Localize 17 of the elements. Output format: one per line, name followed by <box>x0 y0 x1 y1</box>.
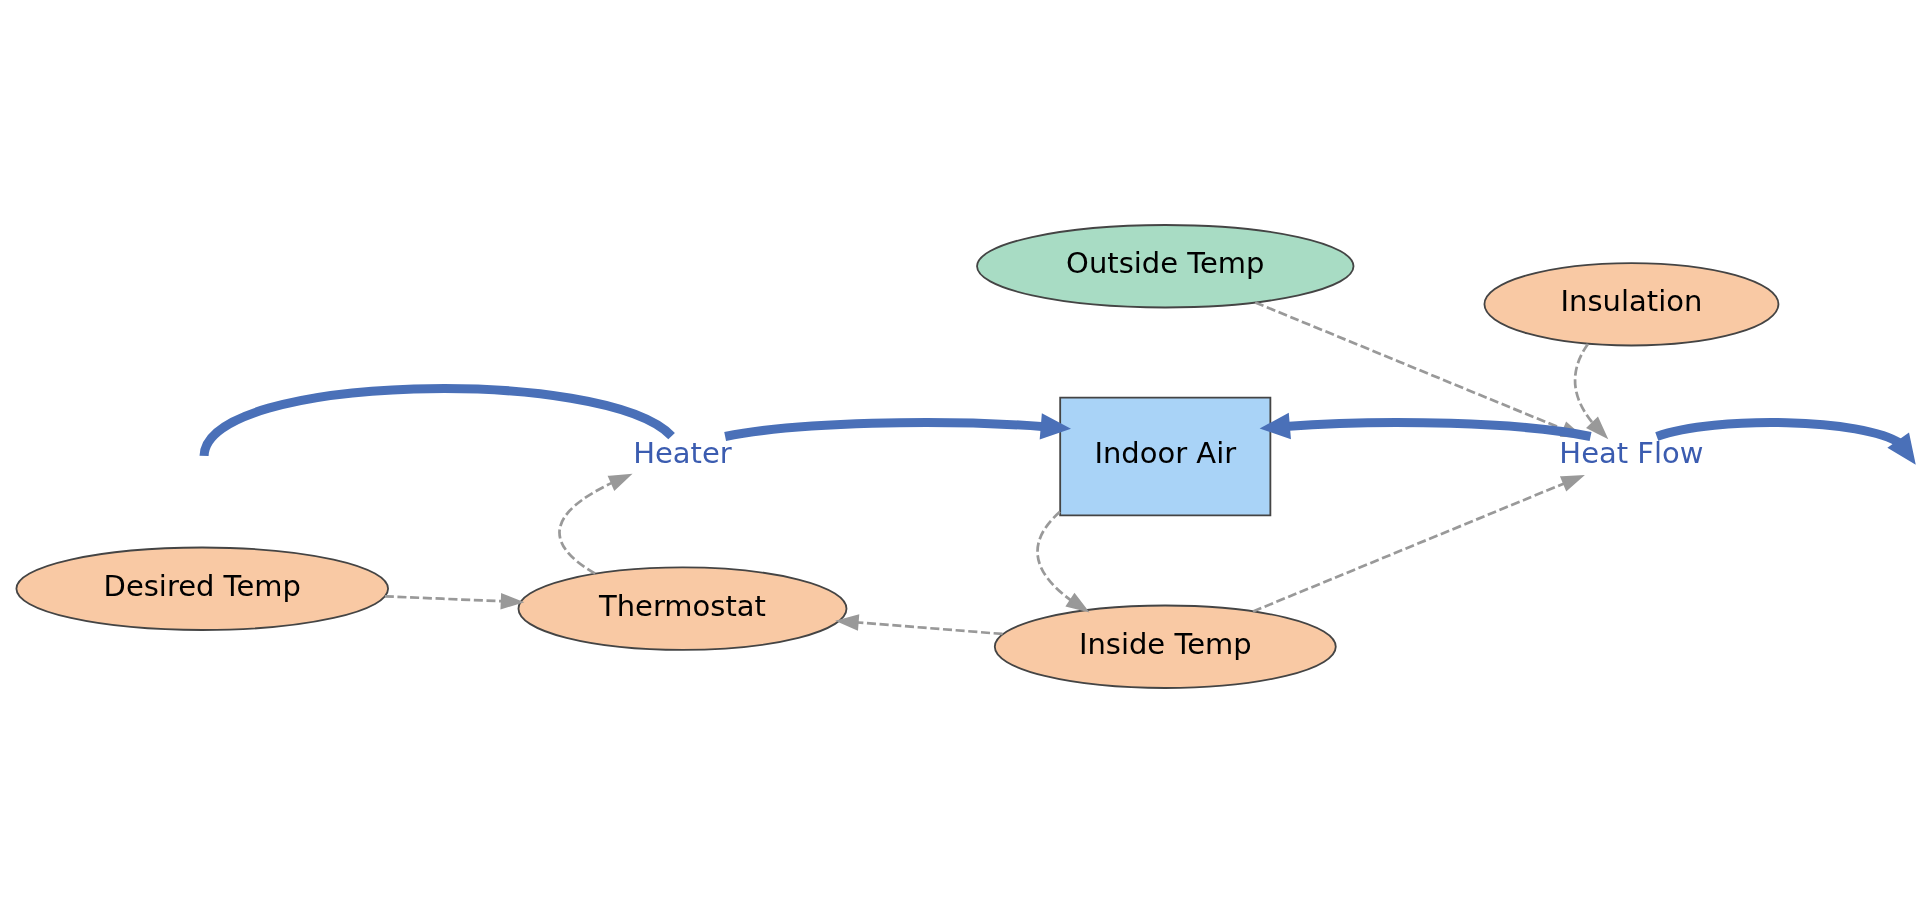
arrow <box>384 592 525 609</box>
node-box: Indoor Air <box>1059 396 1272 516</box>
arrow <box>1573 342 1609 439</box>
node-ellipse: Desired Temp <box>15 546 389 631</box>
node-ellipse: Insulation <box>1483 261 1780 346</box>
arrow <box>835 613 1003 635</box>
node-ellipse: Thermostat <box>517 566 848 651</box>
node-ellipse: Inside Temp <box>993 604 1337 689</box>
connector <box>199 383 675 458</box>
arrow <box>1252 474 1585 613</box>
arrow <box>558 473 633 575</box>
arrow <box>1655 417 1916 465</box>
arrow <box>724 412 1071 441</box>
arrow <box>1036 510 1090 613</box>
node-ellipse: Outside Temp <box>976 223 1355 308</box>
node-text: Heat Flow <box>1559 435 1704 470</box>
node-text: Heater <box>633 435 732 470</box>
